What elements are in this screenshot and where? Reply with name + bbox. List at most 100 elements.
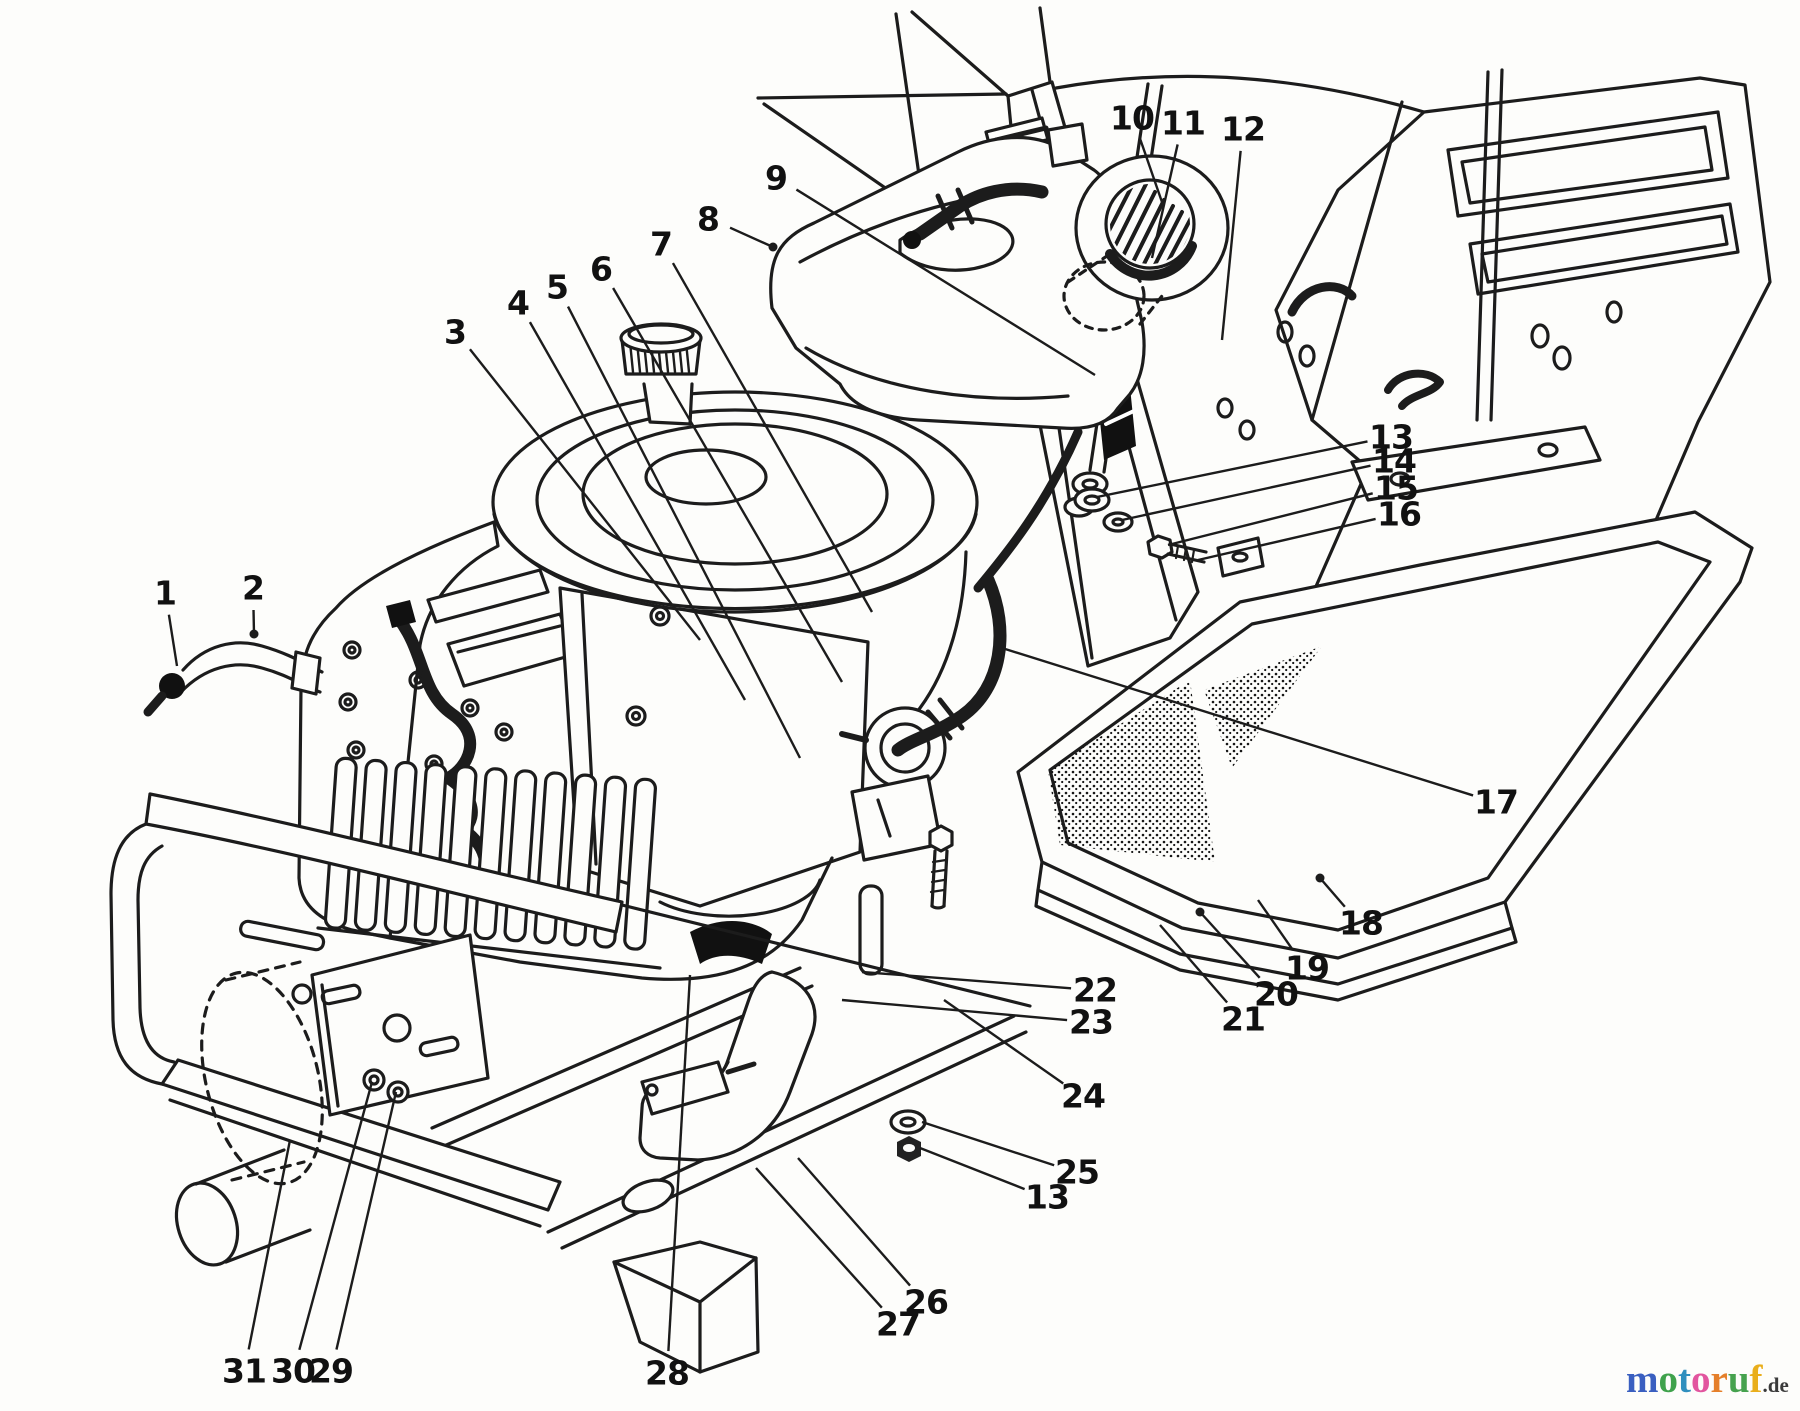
muffler-hidden — [200, 960, 324, 1186]
callout-number: 20 — [1254, 975, 1298, 1014]
leader-line — [1197, 517, 1376, 562]
callout-number: 28 — [645, 1354, 689, 1393]
callout-12: 12 — [1220, 110, 1266, 341]
callout-14: 14 — [1121, 442, 1417, 522]
leader-line — [921, 1120, 1055, 1167]
breather-hose — [143, 641, 324, 717]
leader-line — [729, 226, 774, 249]
leader-line — [1001, 646, 1474, 797]
leader-line — [1167, 492, 1374, 547]
logo-letter: t — [1678, 1358, 1691, 1401]
leader-line — [919, 1146, 1026, 1191]
callout-15: 15 — [1167, 469, 1419, 547]
leader-line — [1150, 144, 1179, 259]
leader-line — [797, 1157, 911, 1287]
leader-line — [1319, 877, 1346, 908]
leader-dot — [249, 629, 259, 639]
leader-line — [943, 999, 1064, 1085]
callout-25: 25 — [921, 1120, 1100, 1192]
callout-number: 19 — [1285, 949, 1329, 988]
leader-line — [167, 614, 179, 667]
callout-number: 11 — [1161, 104, 1205, 143]
callout-number: 12 — [1221, 110, 1265, 149]
callout-30: 30 — [271, 1081, 374, 1391]
callout-29: 29 — [309, 1091, 398, 1391]
callout-2: 2 — [242, 569, 265, 639]
leader-line — [247, 1139, 292, 1350]
oil-cap-neck — [642, 382, 694, 426]
fuel-hose — [891, 573, 1007, 757]
engine — [297, 322, 1007, 981]
callout-number: 22 — [1073, 971, 1117, 1010]
logo-letter: f — [1749, 1358, 1763, 1401]
debris-stipple — [1204, 646, 1322, 768]
callout-number: 31 — [222, 1352, 266, 1391]
leader-dot — [768, 242, 778, 252]
leader-line — [795, 188, 1096, 377]
callout-11: 11 — [1150, 104, 1206, 259]
callout-16: 16 — [1197, 495, 1422, 562]
callout-number: 2 — [242, 569, 264, 608]
callout-number: 4 — [507, 284, 529, 323]
callout-1: 1 — [154, 574, 179, 667]
filler-neck-hidden — [1062, 252, 1164, 332]
exhaust-outlet — [174, 1181, 240, 1267]
callout-23: 23 — [841, 998, 1114, 1042]
callout-21: 21 — [1159, 924, 1266, 1039]
callout-10: 10 — [1110, 99, 1165, 206]
callout-20: 20 — [1195, 907, 1299, 1014]
vent-hose — [913, 182, 1049, 241]
callout-7: 7 — [650, 225, 874, 613]
leader-dot — [1195, 907, 1205, 917]
leader-line — [298, 1081, 374, 1351]
callout-31: 31 — [222, 1139, 292, 1391]
callout-number: 7 — [650, 225, 672, 264]
motoruf-logo[interactable]: motoruf.de — [1626, 1358, 1800, 1406]
exhaust-elbow — [612, 970, 817, 1374]
callout-number: 29 — [309, 1352, 353, 1391]
callout-4: 4 — [507, 284, 747, 701]
callout-number: 5 — [546, 268, 568, 307]
callout-17: 17 — [1001, 646, 1519, 822]
callout-number: 8 — [697, 200, 719, 239]
debris-stipple — [1048, 680, 1215, 862]
leader-line — [528, 321, 747, 701]
leader-line — [755, 1167, 883, 1309]
callout-number: 6 — [590, 250, 612, 289]
callout-number: 14 — [1372, 442, 1416, 481]
spacer-tube — [858, 884, 884, 976]
callout-13: 13 — [1096, 418, 1414, 499]
callout-27: 27 — [755, 1167, 921, 1344]
callout-number: 18 — [1339, 904, 1383, 943]
running-board — [1016, 510, 1754, 1002]
logo-wordmark: motoruf — [1626, 1358, 1763, 1401]
leader-line — [612, 287, 844, 683]
callout-19: 19 — [1257, 899, 1330, 988]
leader-line — [1096, 440, 1368, 499]
callout-number: 23 — [1069, 1003, 1113, 1042]
leader-line — [671, 262, 874, 613]
leader-line — [1159, 924, 1229, 1004]
logo-letter: u — [1727, 1358, 1750, 1401]
callout-number: 9 — [765, 159, 787, 198]
shroud-bolts — [338, 640, 514, 774]
leader-dot — [1315, 873, 1325, 883]
callout-22: 22 — [861, 971, 1118, 1010]
leader-line — [1199, 911, 1261, 979]
leader-line — [841, 998, 1068, 1022]
leader-line — [335, 1091, 398, 1350]
callout-8: 8 — [697, 200, 778, 252]
logo-suffix: .de — [1762, 1373, 1789, 1397]
callout-number: 10 — [1110, 99, 1154, 138]
callout-26: 26 — [797, 1157, 949, 1322]
callout-number: 3 — [444, 313, 466, 352]
callout-number: 15 — [1374, 469, 1418, 508]
mounting-plate — [310, 933, 490, 1117]
leader-line — [1121, 464, 1371, 522]
callout-number: 21 — [1221, 1000, 1265, 1039]
callout-number: 16 — [1377, 495, 1421, 534]
callout-number: 27 — [876, 1305, 920, 1344]
bumper-muffler-assembly — [109, 792, 624, 1267]
